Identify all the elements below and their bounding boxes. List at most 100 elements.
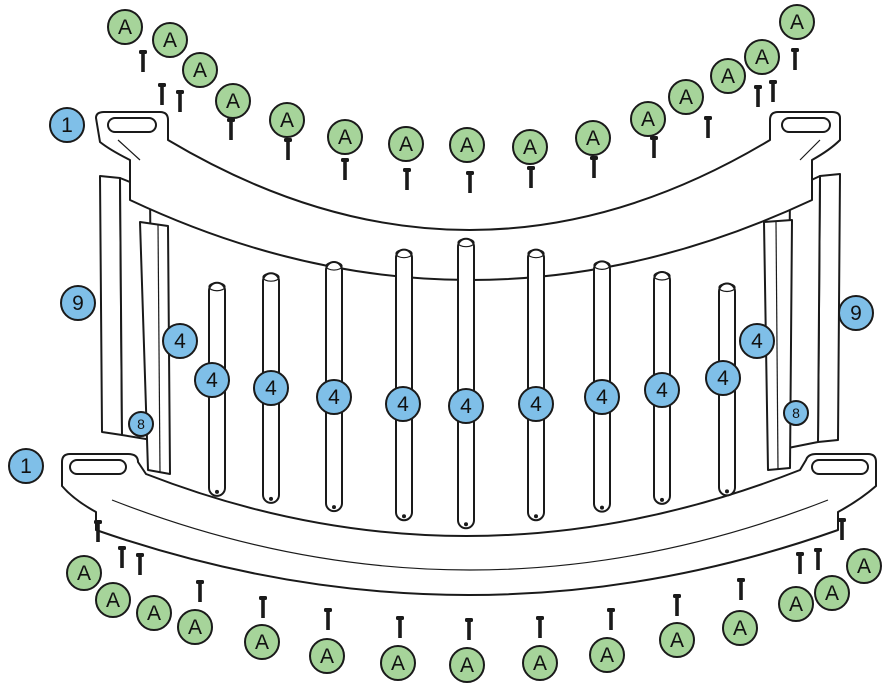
- callout-screw-circle: [244, 624, 280, 660]
- callout-screw: A: [177, 609, 213, 645]
- callout-dowel-circle: [448, 388, 484, 424]
- callout-screw: A: [380, 645, 416, 681]
- callout-screw: A: [630, 101, 666, 137]
- callout-dowel: 4: [194, 362, 230, 398]
- callout-screw-circle: [589, 637, 625, 673]
- callout-screw-text: A: [226, 90, 240, 113]
- top-frame: [95, 111, 841, 281]
- callout-screw-circle: [136, 595, 172, 631]
- callout-screw-text: A: [118, 16, 132, 39]
- callout-screw-text: A: [825, 582, 839, 605]
- callout-dowel: 4: [705, 360, 741, 396]
- callout-dowel-circle: [705, 360, 741, 396]
- callout-screw-circle: [215, 83, 251, 119]
- dowel: [395, 248, 413, 522]
- callout-screw-text: A: [533, 652, 547, 675]
- callout-screw: A: [327, 119, 363, 155]
- screw: [650, 136, 658, 158]
- callout-dowel-text: 4: [265, 377, 277, 400]
- screw: [341, 158, 349, 180]
- callout-side-panel: 9: [838, 295, 874, 331]
- callout-screw-circle: [710, 58, 746, 94]
- callout-screw-circle: [107, 9, 143, 45]
- screw: [791, 48, 799, 70]
- callout-screw: A: [66, 555, 102, 591]
- callout-side-panel-small-circle: [128, 411, 154, 437]
- callout-dowel: 4: [385, 386, 421, 422]
- callout-screw: A: [778, 586, 814, 622]
- callout-side-panel-small: 8: [128, 411, 154, 437]
- callout-screw: A: [182, 52, 218, 88]
- callout-screw-circle: [744, 39, 780, 75]
- callout-screw-text: A: [670, 629, 684, 652]
- callout-screw-text: A: [338, 126, 352, 149]
- callout-frame-end-text: 1: [20, 455, 32, 478]
- callout-dowel: 4: [584, 379, 620, 415]
- callout-dowel-text: 4: [656, 379, 668, 402]
- callout-dowel-text: 4: [328, 386, 340, 409]
- callout-screw-circle: [309, 638, 345, 674]
- callout-dowel-text: 4: [717, 367, 729, 390]
- callout-screw-circle: [779, 4, 815, 40]
- screw: [704, 116, 712, 138]
- screw: [196, 580, 204, 602]
- callout-screw-circle: [66, 555, 102, 591]
- callout-side-panel-circle: [60, 285, 96, 321]
- screw: [536, 616, 544, 638]
- callout-dowel-circle: [194, 362, 230, 398]
- callout-dowel-text: 4: [206, 369, 218, 392]
- callout-screw-circle: [846, 548, 882, 584]
- screw: [403, 168, 411, 190]
- screw: [284, 138, 292, 160]
- callout-dowel-circle: [316, 379, 352, 415]
- callout-dowel-circle: [584, 379, 620, 415]
- callout-screw: A: [449, 127, 485, 163]
- callout-dowel-circle: [385, 386, 421, 422]
- callout-screw-circle: [182, 52, 218, 88]
- bottom-frame: [61, 453, 877, 596]
- callout-side-panel-text: 9: [850, 302, 862, 325]
- callout-screw: A: [152, 22, 188, 58]
- callout-screw-circle: [449, 647, 485, 683]
- callout-screw: A: [388, 126, 424, 162]
- screw: [227, 118, 235, 140]
- callout-side-panel-small-circle: [783, 400, 809, 426]
- callout-screw-text: A: [391, 652, 405, 675]
- side-panel-left: [99, 175, 171, 475]
- callout-screw-text: A: [755, 46, 769, 69]
- callout-screw-circle: [778, 586, 814, 622]
- screw: [118, 546, 126, 568]
- callout-frame-end-circle: [49, 107, 85, 143]
- callout-screw-text: A: [106, 589, 120, 612]
- callout-screw-circle: [659, 622, 695, 658]
- callout-screw-text: A: [460, 134, 474, 157]
- screw: [607, 608, 615, 630]
- callout-side-panel-small-text: 8: [792, 405, 800, 421]
- callout-dowel-text: 4: [460, 395, 472, 418]
- callout-dowel-circle: [644, 372, 680, 408]
- callout-screw-circle: [327, 119, 363, 155]
- callout-screw-circle: [269, 102, 305, 138]
- callout-dowel-text: 4: [596, 386, 608, 409]
- callout-screw-circle: [722, 610, 758, 646]
- callout-dowel: 4: [644, 372, 680, 408]
- screw: [814, 548, 822, 570]
- callout-frame-end: 1: [49, 107, 85, 143]
- callout-screw-circle: [380, 645, 416, 681]
- callout-screw-text: A: [857, 555, 871, 578]
- callout-screw-text: A: [790, 11, 804, 34]
- callout-screw: A: [244, 624, 280, 660]
- callout-screw-text: A: [77, 562, 91, 585]
- callout-screw-text: A: [193, 59, 207, 82]
- callout-dowel-text: 4: [397, 393, 409, 416]
- screw: [754, 85, 762, 107]
- callout-screw-text: A: [147, 602, 161, 625]
- callout-screw: A: [744, 39, 780, 75]
- screw: [673, 594, 681, 616]
- callout-frame-end-circle: [8, 448, 44, 484]
- callout-screw: A: [512, 129, 548, 165]
- screw-hardware: [94, 48, 846, 640]
- screw: [259, 596, 267, 618]
- callout-screw-text: A: [255, 631, 269, 654]
